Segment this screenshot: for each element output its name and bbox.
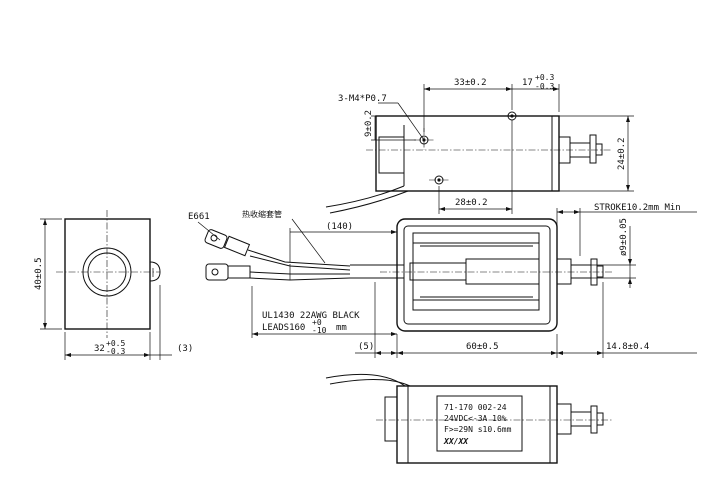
svg-text:-0.3: -0.3 bbox=[106, 347, 125, 356]
label-line-1: 71-170 002-24 bbox=[444, 403, 507, 412]
wire-spec: UL1430 22AWG BLACK bbox=[262, 311, 360, 321]
dim-24: 24±0.2 bbox=[617, 137, 627, 170]
dim-28: 28±0.2 bbox=[455, 198, 488, 208]
terminal-1 bbox=[204, 229, 251, 257]
terminal-label: E661 bbox=[188, 212, 210, 222]
top-view-wire-1 bbox=[325, 185, 405, 208]
svg-text:+0.3: +0.3 bbox=[535, 73, 554, 82]
top-view: 3-M4*P0.7 33±0.2 17 +0.3 -0.3 9±0.2 24±0… bbox=[325, 73, 634, 214]
svg-text:+0: +0 bbox=[312, 318, 322, 327]
terminal-2 bbox=[205, 263, 251, 281]
svg-text:+0.5: +0.5 bbox=[106, 339, 125, 348]
top-view-wire-2 bbox=[329, 190, 409, 214]
front-view-frame-outer bbox=[396, 218, 558, 332]
end-view-body bbox=[64, 218, 151, 330]
bottom-view: 71-170 002-24 24VDC<-3A 10% F>=29N s10.6… bbox=[325, 373, 612, 464]
dim-9: 9±0.2 bbox=[364, 110, 374, 137]
sleeve-length: (140) bbox=[326, 222, 353, 232]
label-line-4: XX/XX bbox=[443, 437, 469, 446]
lead-wire-1 bbox=[247, 249, 351, 267]
dim-5: (5) bbox=[358, 342, 374, 352]
end-view-tab bbox=[149, 261, 161, 282]
sleeve-label: 热收缩套管 bbox=[242, 209, 282, 219]
top-view-end-plate bbox=[378, 136, 405, 174]
bottom-view-wire-2 bbox=[329, 379, 411, 387]
svg-text:-10: -10 bbox=[312, 326, 327, 335]
front-view-frame-inner bbox=[403, 225, 551, 325]
stroke-label: STROKE10.2mm Min bbox=[594, 203, 681, 213]
dim-17: 17 bbox=[522, 78, 533, 88]
dim-14-8: 14.8±0.4 bbox=[606, 342, 649, 352]
dim-32: 32 bbox=[94, 344, 105, 354]
product-label-box bbox=[436, 395, 523, 452]
bottom-view-end-plate bbox=[384, 396, 398, 442]
front-view-plunger-shaft bbox=[570, 264, 592, 279]
label-line-2: 24VDC<-3A 10% bbox=[444, 414, 507, 423]
bottom-view-plunger-shaft bbox=[570, 411, 592, 427]
bottom-view-plunger-collar bbox=[556, 403, 572, 435]
coil-bottom bbox=[412, 299, 540, 311]
front-view-plunger-collar bbox=[556, 258, 572, 285]
bottom-view-plunger-head bbox=[590, 405, 598, 434]
bottom-view-wire-1 bbox=[325, 373, 406, 387]
coil-top bbox=[412, 232, 540, 244]
front-view: E661 热收缩套管 (140) UL1430 22AWG BLACK LEAD… bbox=[188, 203, 697, 358]
dim-40: 40±0.5 bbox=[34, 257, 44, 290]
svg-text:-0.3: -0.3 bbox=[535, 82, 554, 91]
dim-60: 60±0.5 bbox=[466, 342, 499, 352]
top-view-body bbox=[375, 115, 560, 192]
plunger-diameter: ø9±0.05 bbox=[619, 218, 629, 256]
plunger-inner bbox=[409, 262, 467, 281]
lead-wire-2 bbox=[249, 271, 350, 275]
top-view-plunger-head bbox=[589, 134, 597, 164]
label-line-3: F>=29N s10.6mm bbox=[444, 425, 512, 434]
end-view: 40±0.5 32 +0.5 -0.3 (3) bbox=[34, 210, 193, 360]
dim-33: 33±0.2 bbox=[454, 78, 487, 88]
leads-length: LEADS160 bbox=[262, 323, 305, 333]
product-label: 71-170 002-24 24VDC<-3A 10% F>=29N s10.6… bbox=[436, 395, 523, 452]
dim-tab: (3) bbox=[177, 344, 193, 354]
svg-text:mm: mm bbox=[336, 323, 347, 333]
hole-callout: 3-M4*P0.7 bbox=[338, 94, 387, 104]
